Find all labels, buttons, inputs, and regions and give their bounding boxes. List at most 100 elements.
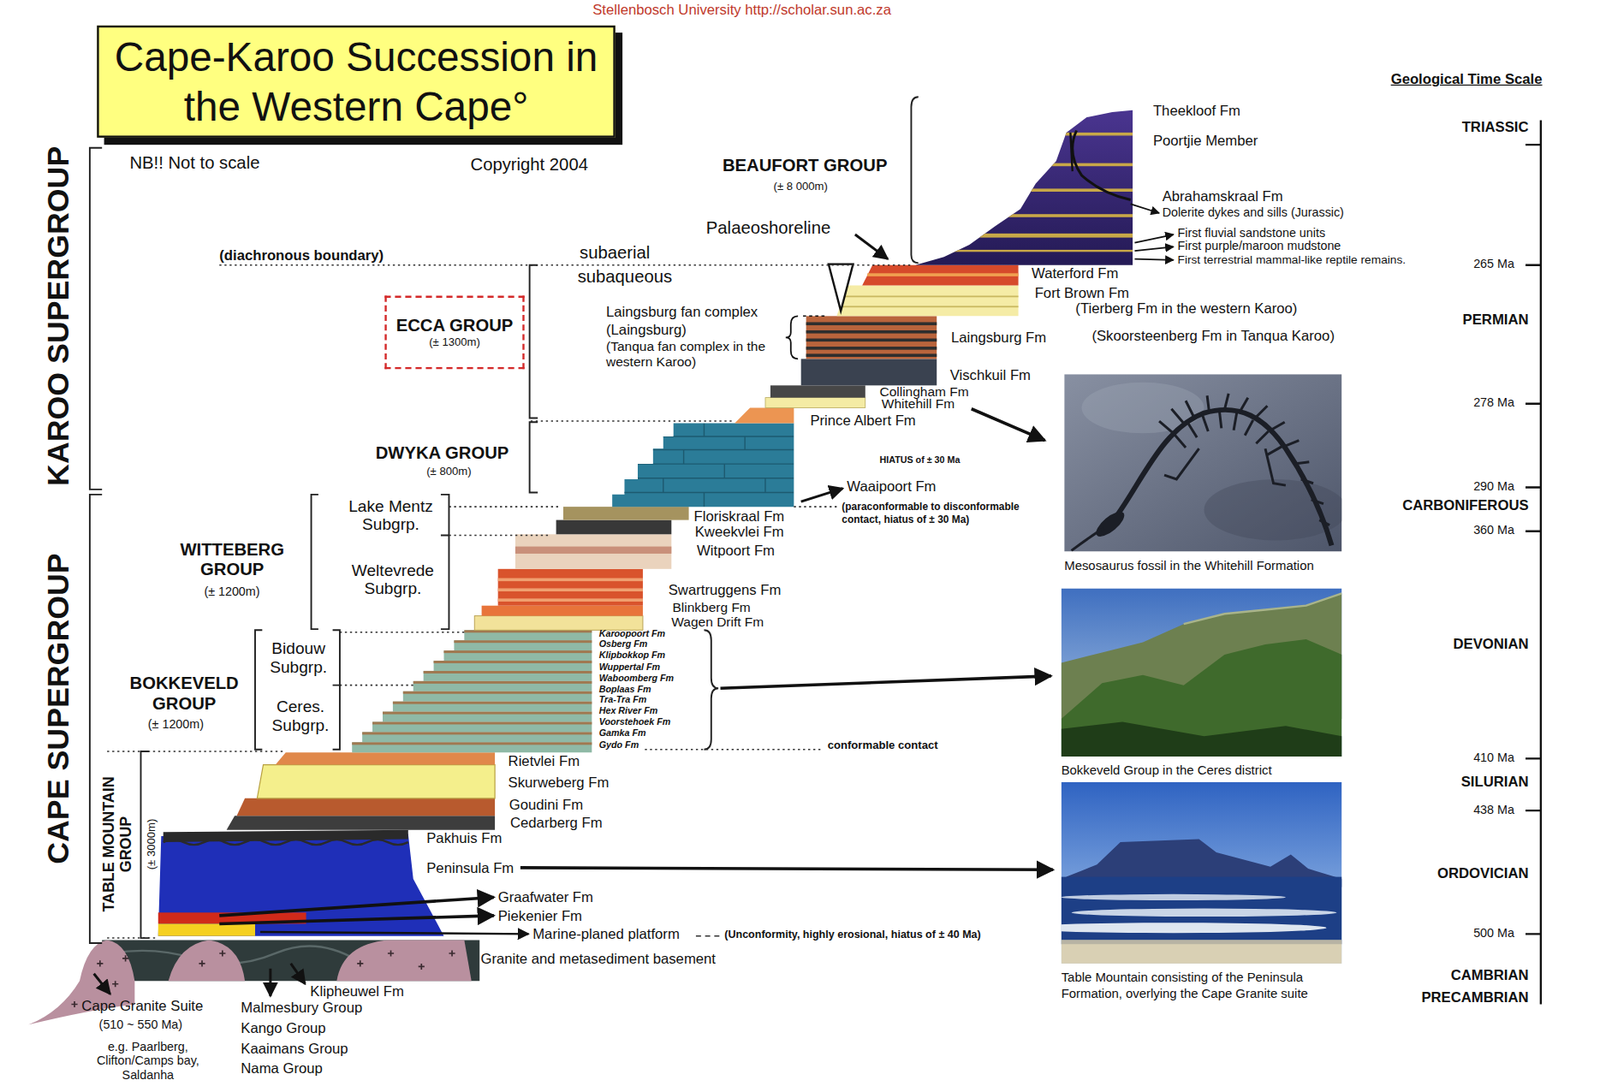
label: conformable contact <box>827 738 939 752</box>
witteberg-strata-part <box>515 534 672 570</box>
boundary-lines-part <box>530 420 735 423</box>
group-brackets-part <box>440 494 450 630</box>
beaufort-strata <box>908 110 1143 266</box>
ecca-strata-part <box>801 358 938 386</box>
ecca-strata-part <box>867 273 1018 277</box>
table-mountain-photo-part <box>1061 782 1343 964</box>
label: First purple/maroon mudstone <box>1177 239 1342 254</box>
boundary-lines-part <box>339 684 414 687</box>
group-thickness: (± 1300m) <box>428 336 481 350</box>
leader-arrows-part <box>971 409 1046 441</box>
label: (± 800m) <box>426 464 471 478</box>
bokkeveld-photo <box>1061 588 1343 757</box>
bokkeveld-strata-part <box>403 691 593 702</box>
label: BOKKEVELD GROUP <box>115 673 254 714</box>
label: DWYKA GROUP <box>375 444 510 464</box>
label: Abrahamskraal Fm <box>1162 187 1284 204</box>
bokkeveld-photo-part <box>1061 722 1343 758</box>
dwyka-strata-part <box>612 422 794 507</box>
label: Waterford Fm <box>1031 265 1119 282</box>
witteberg-strata-part <box>498 598 643 602</box>
witteberg-strata <box>474 506 689 631</box>
title-box: Cape-Karoo Succession in the Western Cap… <box>96 25 616 138</box>
label: Skurweberg Fm <box>508 773 610 791</box>
leader-arrows-part <box>1134 234 1173 244</box>
dwyka-strata-part-part <box>663 422 766 507</box>
ecca-strata-part <box>862 265 1018 286</box>
label: PRECAMBRIAN <box>1421 989 1529 1006</box>
witteberg-strata-part <box>563 506 690 520</box>
label: NB!! Not to scale <box>129 153 260 173</box>
label: (paraconformable to disconformable conta… <box>841 501 1059 525</box>
leader-arrows-part <box>1130 203 1160 214</box>
bokkeveld-strata-part <box>413 681 593 685</box>
label: e.g. Paarlberg, Clifton/Camps bay, Salda… <box>86 1040 209 1083</box>
group-brackets-part <box>703 630 719 750</box>
bokkeveld-strata-part <box>403 691 593 695</box>
table-mountain-strata-part <box>237 798 496 816</box>
bokkeveld-strata-part <box>444 650 593 661</box>
ecca-strata-part <box>806 315 938 359</box>
witteberg-strata-part <box>556 520 673 536</box>
table-mountain-photo-part <box>1061 894 1286 901</box>
fossil-photo-part <box>1071 448 1286 551</box>
label: HIATUS of ± 30 Ma <box>879 454 960 465</box>
group-label: KAROO SUPERGROUP <box>40 146 76 487</box>
label: 290 Ma <box>1473 480 1515 494</box>
label: Copyright 2004 <box>469 154 588 175</box>
label: (Skoorsteenberg Fm in Tanqua Karoo) <box>1091 327 1335 344</box>
bokkeveld-strata-part <box>362 731 592 743</box>
table-mountain-photo-part <box>1061 939 1343 945</box>
photo-caption: Table Mountain consisting of the Peninsu… <box>1061 969 1369 1004</box>
group-name: ECCA GROUP <box>396 315 514 336</box>
label: subaqueous <box>577 267 673 287</box>
fossil-photo <box>1064 374 1342 552</box>
bokkeveld-strata-part <box>382 712 592 715</box>
shoreline-marker-part <box>785 315 798 359</box>
beaufort-strata-part-part <box>908 132 1143 137</box>
group-brackets-part <box>255 630 262 750</box>
label: Boplaas Fm <box>599 684 652 695</box>
photo-panel: Bokkeveld Group in the Ceres district <box>1061 588 1343 757</box>
table-mountain-photo-part <box>1061 922 1327 934</box>
label: Gamka Fm <box>599 727 647 738</box>
leader-arrows <box>94 203 1174 997</box>
group-brackets-part <box>910 96 918 263</box>
label: Malmesbury Group <box>240 999 363 1017</box>
time-scale-axis-part <box>1540 120 1542 1006</box>
bokkeveld-strata <box>351 630 592 753</box>
ecca-strata-part <box>841 296 1018 298</box>
boundary-lines-part <box>107 750 284 753</box>
witteberg-strata-part <box>515 547 672 554</box>
beaufort-strata-part-part <box>908 233 1143 238</box>
ecca-strata-part <box>806 321 938 326</box>
label: Theekloof Fm <box>1153 101 1241 119</box>
table-mountain-photo-part <box>1061 877 1343 946</box>
shoreline-marker-part <box>828 264 854 312</box>
witteberg-strata-part <box>481 606 643 617</box>
label: Wuppertal Fm <box>599 661 661 673</box>
label: Osberg Fm <box>599 639 649 650</box>
label: BEAUFORT GROUP <box>722 156 888 177</box>
label: CAMBRIAN <box>1451 966 1529 983</box>
boundary-lines-part <box>107 937 159 940</box>
group-label: CAPE SUPERGROUP <box>40 553 76 864</box>
label: ORDOVICIAN <box>1437 864 1529 881</box>
boundary-lines-part <box>644 749 821 751</box>
leader-arrows-part <box>260 932 529 934</box>
label: 500 Ma <box>1473 927 1515 941</box>
label: Cedarberg Fm <box>510 814 603 832</box>
ecca-strata-part <box>806 339 938 343</box>
label: Klipbokkop Fm <box>599 650 666 661</box>
label: Goudini Fm <box>509 796 583 813</box>
ecca-strata-part <box>770 385 866 398</box>
photo-caption: Mesosaurus fossil in the Whitehill Forma… <box>1064 558 1361 575</box>
label: Kaaimans Group <box>240 1040 348 1057</box>
leader-arrows-part <box>801 488 844 502</box>
label: CARBONIFEROUS <box>1402 496 1529 513</box>
ecca-strata-part <box>734 408 794 424</box>
bokkeveld-strata-part <box>372 722 592 726</box>
bokkeveld-strata-part <box>444 650 593 654</box>
bokkeveld-strata-part <box>392 701 592 713</box>
beaufort-strata-part-part <box>908 163 1143 167</box>
